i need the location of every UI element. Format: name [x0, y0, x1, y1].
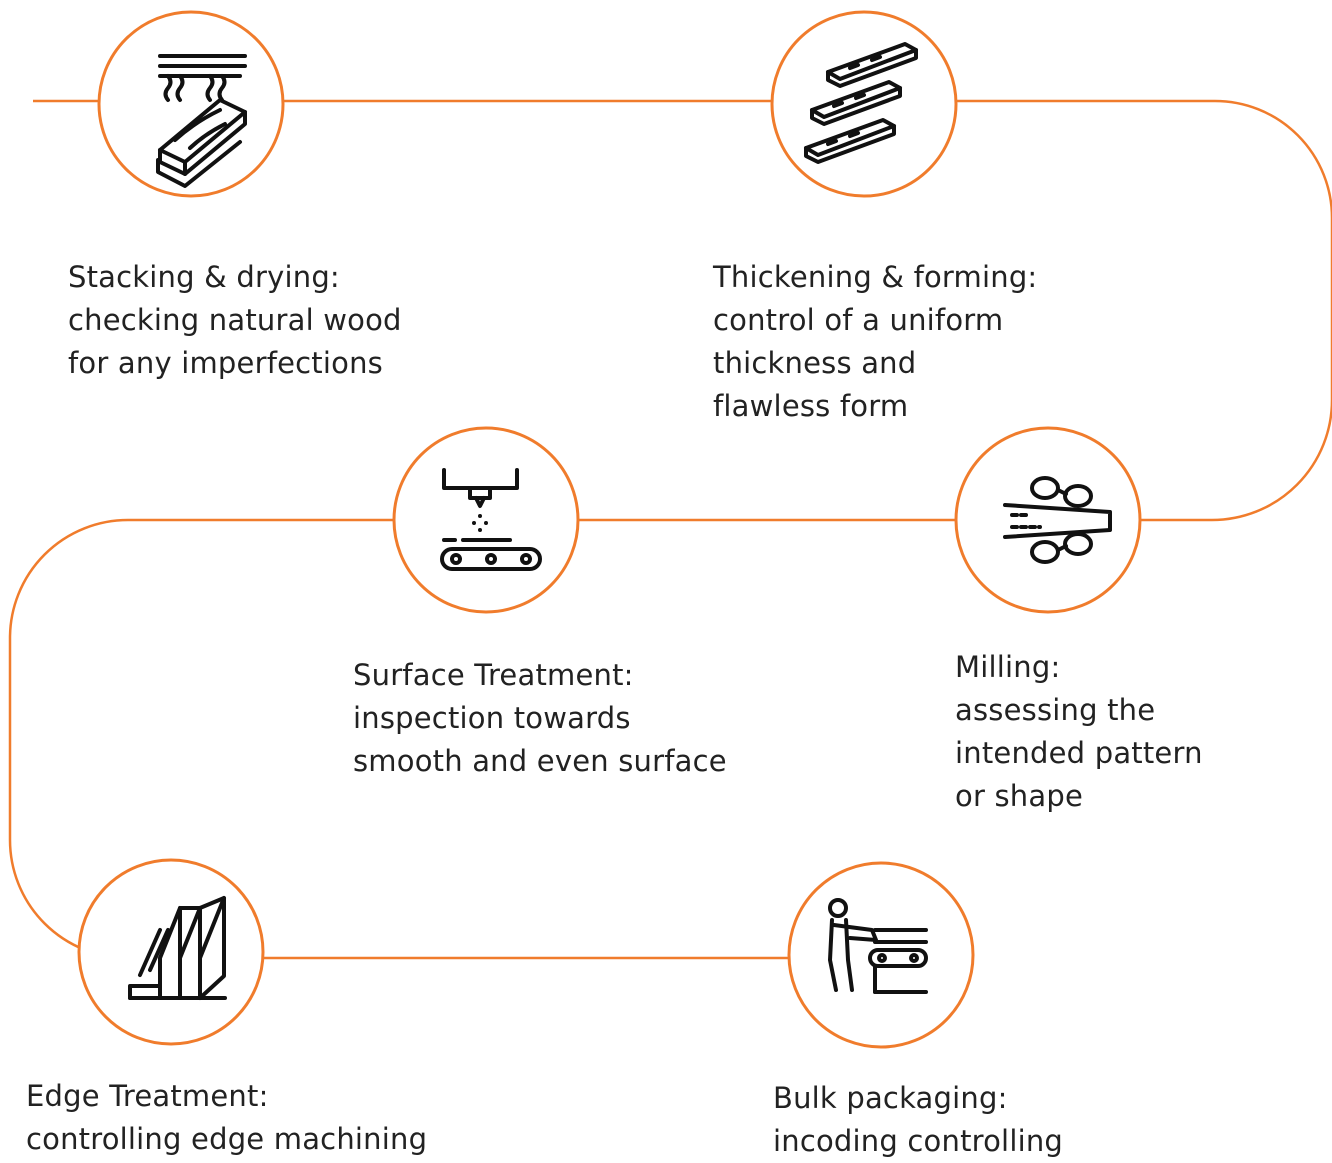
process-path [8, 99, 1332, 960]
edge-profile-icon [128, 896, 227, 1000]
step-node-stacking-drying [97, 10, 285, 198]
step-description-line: control of a uniform [713, 303, 1004, 337]
step-description-line: flawless form [713, 389, 909, 423]
step-label-thickening-forming: Thickening & forming: control of a unifo… [713, 256, 1037, 428]
spray-conveyor-icon [440, 468, 542, 571]
step-description-line: assessing the [955, 693, 1156, 727]
step-node-surface-treatment [392, 426, 580, 614]
drying-icon [156, 54, 247, 188]
step-label-stacking-drying: Stacking & drying: checking natural wood… [68, 256, 402, 385]
step-title: Bulk packaging: [773, 1081, 1008, 1115]
step-description-line: incoding controlling [773, 1124, 1064, 1158]
step-node-milling [954, 426, 1142, 614]
packaging-worker-icon [828, 898, 928, 994]
step-label-bulk-packaging: Bulk packaging: incoding controlling [773, 1077, 1063, 1163]
step-node-thickening-forming [770, 10, 958, 198]
step-description-line: or shape [955, 779, 1083, 813]
step-title: Milling: [955, 650, 1061, 684]
step-description-line: for any imperfections [68, 346, 383, 380]
step-description-line: thickness and [713, 346, 917, 380]
step-description-line: intended pattern [955, 736, 1203, 770]
step-node-bulk-packaging [787, 861, 975, 1049]
step-description-line: inspection towards [353, 701, 631, 735]
step-title: Surface Treatment: [353, 658, 634, 692]
step-label-milling: Milling: assessing the intended pattern … [955, 646, 1203, 818]
step-description-line: controlling edge machining [26, 1122, 428, 1156]
step-node-edge-treatment [77, 858, 265, 1046]
milling-icon [1003, 476, 1112, 564]
step-title: Stacking & drying: [68, 260, 340, 294]
step-label-edge-treatment: Edge Treatment: controlling edge machini… [26, 1075, 427, 1161]
step-description-line: checking natural wood [68, 303, 402, 337]
step-description-line: smooth and even surface [353, 744, 727, 778]
step-label-surface-treatment: Surface Treatment: inspection towards sm… [353, 654, 727, 783]
planks-icon [804, 42, 918, 164]
step-title: Edge Treatment: [26, 1079, 269, 1113]
step-title: Thickening & forming: [713, 260, 1038, 294]
